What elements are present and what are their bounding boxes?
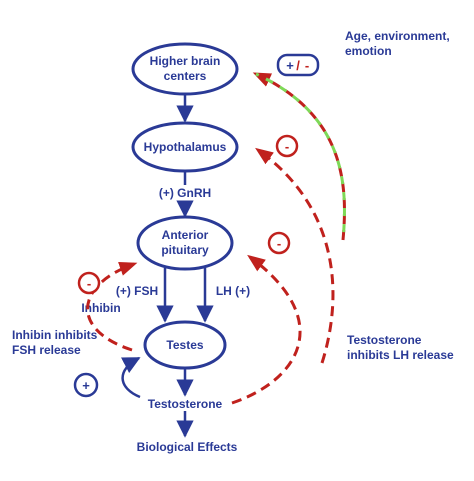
testosterone-positive-sign: + (73, 372, 99, 398)
pituitary-minus-symbol: - (277, 236, 281, 251)
testosterone-label: Testosterone (148, 397, 223, 411)
arrow-testosterone-to-pituitary (231, 254, 302, 405)
pituitary-negative-sign: - (267, 231, 291, 255)
node-testes: Testes (143, 320, 227, 370)
gnrh-label: (+) GnRH (159, 186, 211, 200)
modulation-sign-badge: + / - (276, 53, 320, 77)
arrow-inhibin-to-pituitary (86, 262, 138, 352)
node-anterior-pituitary: Anterior pituitary (136, 215, 234, 271)
age-environment-note-line2: emotion (345, 44, 392, 58)
biological-effects-label: Biological Effects (137, 440, 238, 454)
hypothalamus-label: Hypothalamus (144, 140, 227, 154)
inhibin-minus-symbol: - (87, 276, 91, 291)
higher-brain-label-line2: centers (164, 69, 207, 83)
higher-brain-label-line1: Higher brain (150, 54, 221, 68)
arrow-testosterone-to-hypothalamus (255, 147, 335, 364)
lh-label: LH (+) (216, 284, 250, 298)
anterior-pituitary-label-line2: pituitary (161, 243, 209, 257)
hypothalamus-minus-symbol: - (285, 139, 289, 154)
inhibin-label: Inhibin (81, 301, 120, 315)
arrow-modulation-green-overlay (255, 72, 346, 241)
modulation-slash-symbol: / (296, 58, 300, 73)
modulation-plus-symbol: + (286, 58, 294, 73)
anterior-pituitary-label-line1: Anterior (162, 228, 209, 242)
arrow-testosterone-positive-loop (120, 356, 141, 399)
hypothalamus-negative-sign: - (275, 134, 299, 158)
node-higher-brain-centers: Higher brain centers (131, 42, 239, 96)
age-environment-note-line1: Age, environment, (345, 29, 450, 43)
node-hypothalamus: Hypothalamus (131, 121, 239, 173)
testes-label: Testes (166, 338, 203, 352)
inhibin-inhibits-note-line1: Inhibin inhibits (12, 328, 98, 342)
fsh-label: (+) FSH (116, 284, 158, 298)
testosterone-plus-symbol: + (82, 378, 90, 393)
modulation-minus-symbol: - (305, 58, 309, 73)
inhibin-negative-sign: - (77, 271, 101, 295)
inhibin-inhibits-note-line2: FSH release (12, 343, 81, 357)
testosterone-inhibits-note-line2: inhibits LH release (347, 348, 454, 362)
testosterone-inhibits-note-line1: Testosterone (347, 333, 422, 347)
